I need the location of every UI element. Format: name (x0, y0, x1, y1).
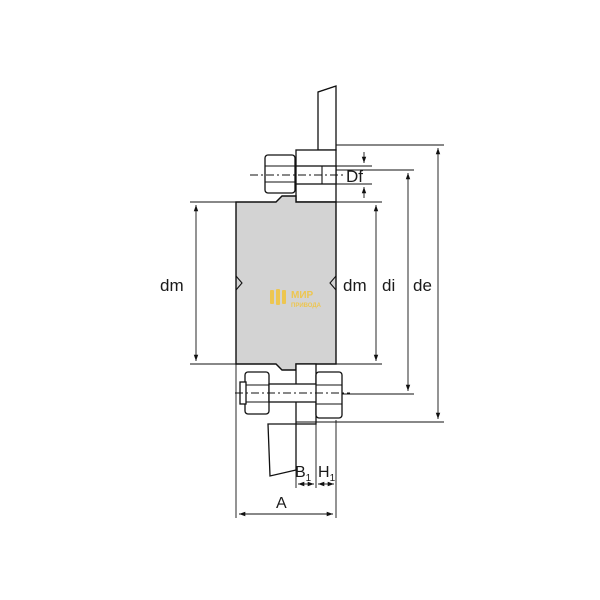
watermark-line2: ПРИВОДА (291, 303, 322, 309)
label-dm-left: dm (160, 276, 184, 295)
sprocket-plate-top (317, 85, 337, 151)
label-de: de (413, 276, 432, 295)
bottom-bolt (235, 371, 350, 419)
label-a: A (276, 495, 287, 512)
label-df: Df (346, 167, 363, 186)
label-di: di (382, 276, 395, 295)
top-bolt (250, 154, 345, 194)
label-dm-right: dm (343, 276, 367, 295)
watermark-icon (270, 289, 286, 305)
bore-notch-right (329, 275, 337, 291)
bore-notch-left (235, 275, 243, 291)
sprocket-plate-bottom (267, 423, 297, 477)
label-h1: H1 (318, 464, 336, 484)
label-b1: B1 (295, 464, 312, 484)
hub-body (235, 195, 337, 371)
watermark-logo: МИР ПРИВОДА (270, 289, 322, 309)
watermark-line1: МИР (291, 290, 314, 301)
sprocket-plate-break-top (317, 85, 337, 93)
